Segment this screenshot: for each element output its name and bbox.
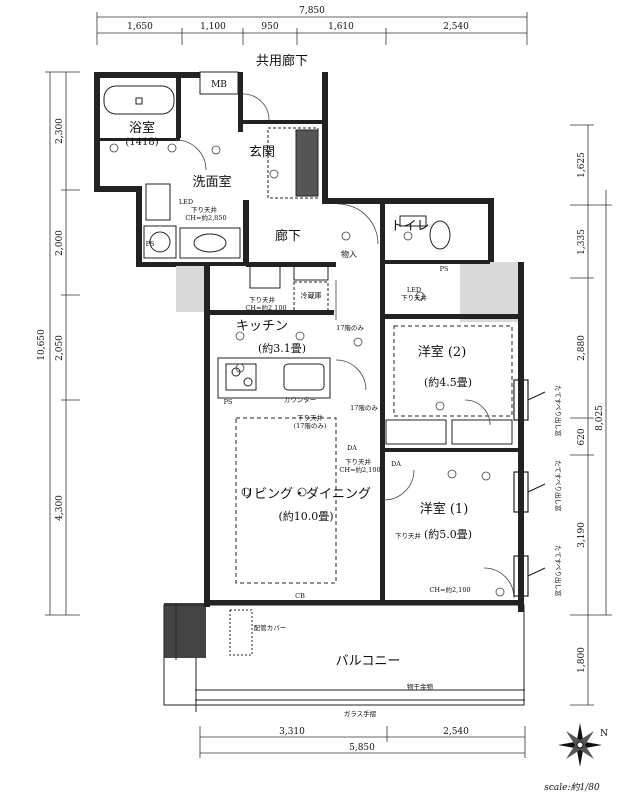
- label-window-note-3: たてすべり出し窓: [554, 545, 563, 597]
- label-scale: scale:約1/80: [544, 782, 600, 793]
- label-led-2: LED: [407, 286, 421, 294]
- label-kitchen: キッチン: [236, 319, 288, 334]
- label-western-1-size: (約5.0畳): [424, 527, 472, 541]
- dim-left-seg-1: 2,300: [55, 118, 65, 144]
- label-cb: CB: [295, 592, 305, 600]
- washbasin: [145, 183, 171, 221]
- toilet-bowl: [429, 220, 451, 250]
- bottom-dimension-lines: [199, 726, 526, 758]
- label-western-1: 洋室 (1): [420, 501, 469, 517]
- label-ch-2850: CH=約2,850: [185, 213, 226, 222]
- dim-right-total: 8,025: [595, 405, 605, 431]
- label-ch-2100-kitchen: CH=約2,100: [245, 303, 286, 312]
- label-window-note-2: たてすべり出し窓: [554, 460, 563, 512]
- dim-right-seg-6: 1,800: [577, 647, 587, 673]
- ceiling-lights: [109, 143, 505, 597]
- windows: [513, 379, 546, 597]
- top-dimension-lines: [96, 12, 528, 45]
- label-balcony: バルコニー: [336, 654, 401, 669]
- outer-walls: [94, 72, 524, 612]
- label-led-1: LED: [179, 198, 193, 206]
- label-da-1: DA: [347, 444, 357, 452]
- label-ceiling-down-living-2: 下り天井: [345, 457, 372, 466]
- label-counter: カウンター: [284, 395, 317, 404]
- label-ch-2100-w1: CH=約2,100: [429, 585, 470, 594]
- label-bath: 浴室: [129, 120, 155, 136]
- label-ceiling-down-washroom: 下り天井: [191, 205, 218, 214]
- bathtub: [103, 85, 175, 115]
- label-toilet: トイレ: [390, 219, 429, 234]
- label-glass-railing: ガラス手摺: [344, 709, 377, 718]
- label-washroom: 洗面室: [192, 174, 231, 190]
- label-western-2-size: (約4.5畳): [424, 375, 472, 389]
- exterior-shading: [164, 262, 522, 658]
- right-dimension-lines: [570, 124, 612, 706]
- label-kitchen-size: (約3.1畳): [258, 341, 306, 355]
- doors: [175, 93, 515, 599]
- dim-top-total: 7,850: [299, 6, 325, 16]
- dim-right-seg-4: 620: [577, 428, 587, 445]
- label-entrance: 玄関: [249, 145, 275, 160]
- label-ps-1: PS: [146, 240, 155, 248]
- dim-left-seg-3: 2,050: [55, 335, 65, 361]
- label-ceiling-down-kitchen: 下り天井: [249, 295, 276, 304]
- label-ch-2100-living: CH=約2,100: [339, 465, 380, 474]
- label-hallway: 廊下: [275, 228, 301, 244]
- label-ps-2: PS: [440, 265, 449, 273]
- label-window-note-1: たてすべり出し窓: [554, 385, 563, 437]
- label-living: リビング・ダイニング: [241, 487, 371, 502]
- balcony-area: [163, 603, 525, 712]
- dim-top-seg-4: 1,610: [328, 22, 354, 32]
- fixtures: [103, 71, 513, 584]
- label-compass-n: N: [600, 729, 608, 739]
- label-ceiling-down-w1: 下り天井: [395, 531, 422, 540]
- label-ceiling-down-w2: 下り天井: [401, 293, 428, 302]
- dim-left-seg-4: 4,300: [55, 495, 65, 521]
- dim-bottom-seg-2: 2,540: [443, 727, 469, 737]
- left-dimension-lines: [45, 71, 80, 616]
- label-common-corridor: 共用廊下: [256, 53, 308, 69]
- label-pipe-cover: 配管カバー: [254, 623, 287, 632]
- label-laundry-hanger: 物干金物: [407, 682, 434, 691]
- label-ceiling-down-living: 下り天井: [297, 413, 324, 422]
- dim-top-seg-1: 1,650: [127, 22, 153, 32]
- dim-left-seg-2: 2,000: [55, 230, 65, 256]
- compass-icon: [558, 723, 602, 767]
- label-western-2: 洋室 (2): [418, 344, 467, 360]
- label-ps-3: PS: [224, 398, 233, 406]
- label-ceiling-floor17: (17階のみ): [294, 421, 327, 430]
- dim-bottom-total: 5,850: [349, 743, 375, 753]
- label-floor17-1: 17階のみ: [336, 323, 364, 332]
- label-living-size: (約10.0畳): [278, 509, 333, 523]
- label-storage: 物入: [341, 249, 357, 259]
- dim-top-seg-5: 2,540: [443, 22, 469, 32]
- label-bath-size: (1418): [125, 137, 158, 148]
- fridge-space: [293, 281, 329, 313]
- dim-top-seg-2: 1,100: [200, 22, 226, 32]
- dim-right-seg-2: 1,335: [577, 229, 587, 255]
- dim-top-seg-3: 950: [261, 22, 278, 32]
- dim-left-total: 10,650: [37, 329, 47, 361]
- dim-right-seg-3: 2,880: [577, 335, 587, 361]
- dim-right-seg-5: 3,190: [577, 522, 587, 548]
- label-floor17-2: 17階のみ: [350, 403, 378, 412]
- kitchen-counter: [217, 357, 331, 399]
- dim-bottom-seg-1: 3,310: [279, 727, 305, 737]
- label-mb: MB: [211, 80, 227, 90]
- dim-right-seg-1: 1,625: [577, 152, 587, 178]
- label-da-2: DA: [391, 460, 401, 468]
- label-fridge: 冷蔵庫: [301, 291, 322, 300]
